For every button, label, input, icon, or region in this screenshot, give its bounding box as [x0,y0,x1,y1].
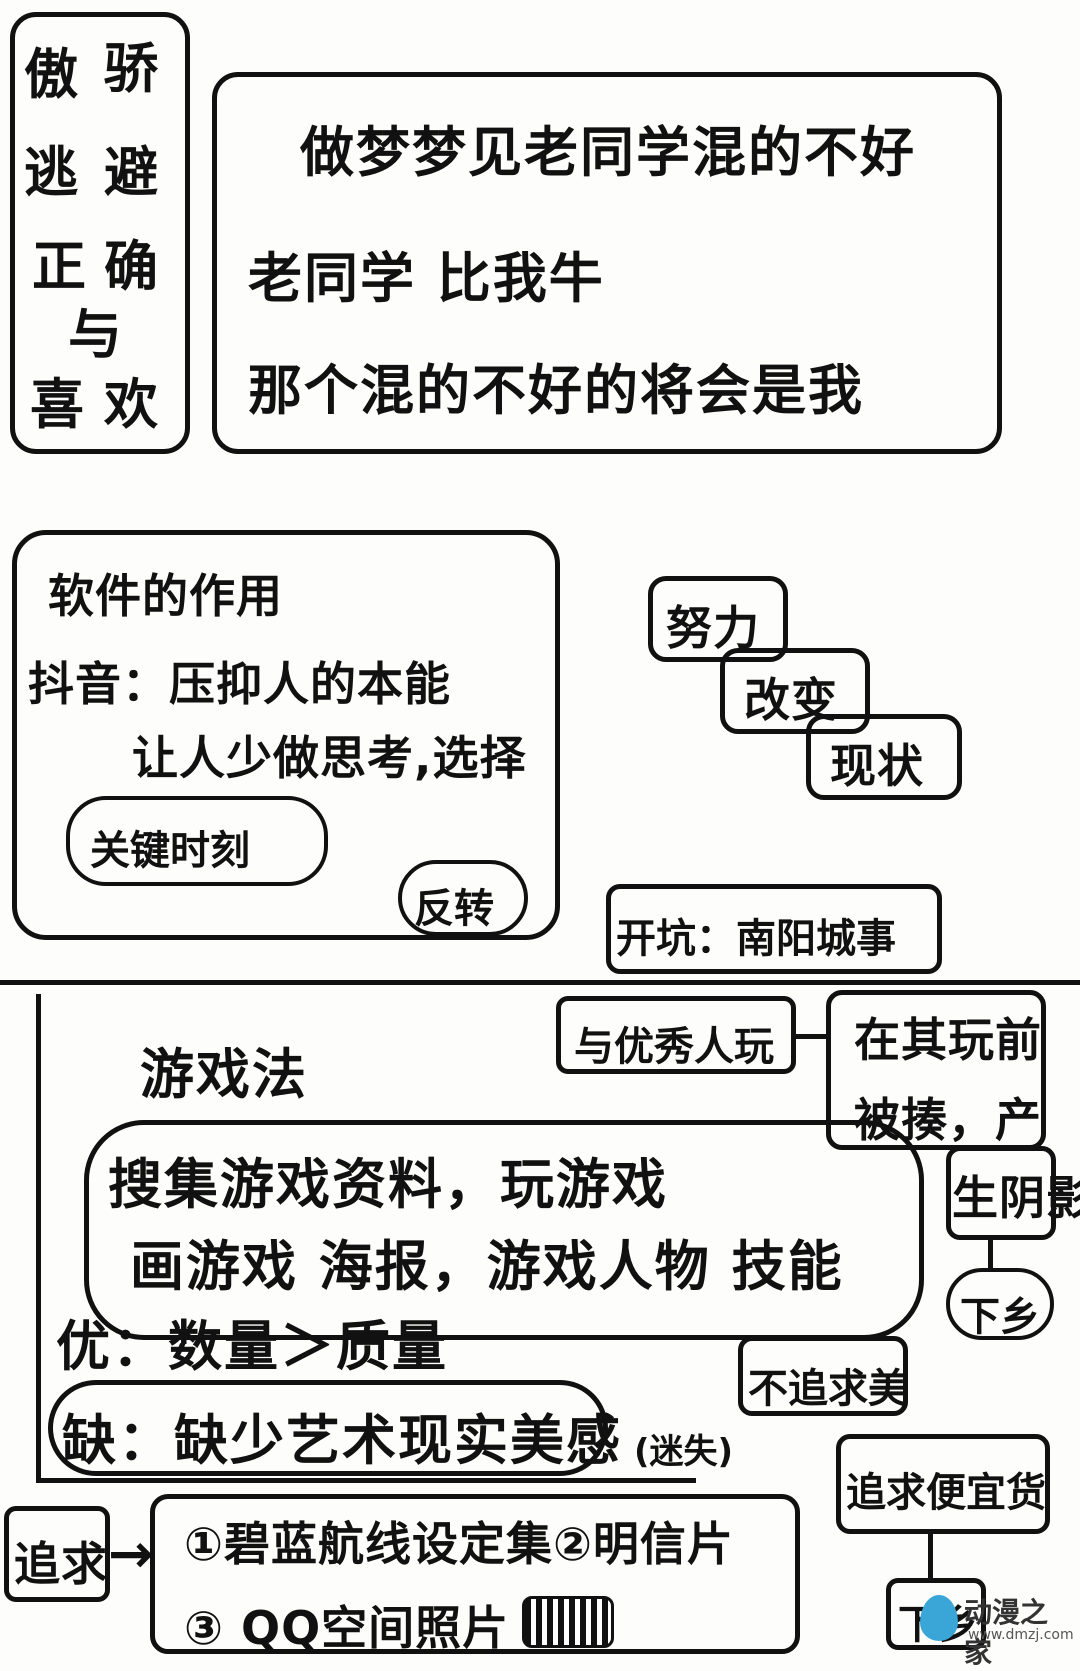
game-method-bubble [84,1120,924,1340]
not-beauty-box [738,1336,908,1416]
software-box [12,530,560,940]
left-char: 欢 [104,373,160,436]
left-char: 确 [104,235,160,298]
pursuit-label-box [4,1506,110,1602]
lost-label: (迷失) [634,1432,734,1472]
left-char: 逃 [24,141,80,204]
game-left-border [36,994,41,1480]
software-title: 软件的作用 [48,569,283,623]
pursuit-arrow: → [108,1522,156,1585]
game-method-line-2: 画游戏 海报，游戏人物 技能 [130,1235,844,1298]
effort-step-box [806,714,962,800]
dream-box [212,72,1002,454]
play-with-label: 与优秀人玩 [574,1024,774,1070]
game-con: 缺：缺少艺术现实美感 [62,1409,622,1472]
software-line-1: 抖音：压抑人的本能 [28,657,451,711]
left-char: 与 [68,303,124,366]
left-char: 避 [104,141,160,204]
game-pro: 优：数量＞质量 [56,1315,448,1378]
result-box-extension [946,1146,1056,1240]
key-moment-bubble [66,796,328,886]
pursuit-label: 追求 [14,1537,108,1591]
left-char: 傲 [24,43,80,106]
left-char: 喜 [30,373,86,436]
watermark-logo-icon [920,1595,958,1641]
play-with-box [556,996,796,1074]
reversal-label: 反转 [414,886,494,932]
result-box [826,990,1046,1150]
effort-step: 现状 [830,739,924,793]
left-char: 骄 [104,37,160,100]
result-line: 被揍，产 [854,1093,1042,1147]
game-method-title: 游戏法 [140,1043,308,1106]
result-line: 在其玩前 [854,1013,1042,1067]
cheap-box [836,1434,1050,1534]
connector-line [796,1034,826,1039]
watermark-url: www.dmzj.com [968,1627,1074,1643]
effort-step: 努力 [666,601,760,655]
section-divider [0,980,1080,985]
left-char: 正 [32,235,88,298]
dream-line-2: 那个混的不好的将会是我 [248,359,864,422]
open-pit-label: 开坑：南阳城事 [616,916,896,962]
pursuit-line-1: ①碧蓝航线设定集②明信片 [184,1517,734,1571]
effort-step-box [720,648,870,734]
dream-line-1: 老同学 比我牛 [248,247,605,310]
key-moment-label: 关键时刻 [90,828,250,874]
effort-step-box [648,576,788,662]
software-line-2: 让人少做思考,选择 [132,731,527,785]
left-title-box [10,12,190,454]
down-badge-1 [946,1268,1054,1340]
game-method-line-1: 搜集游戏资料，玩游戏 [108,1153,668,1216]
open-pit-box [606,884,942,974]
not-beauty-label: 不追求美 [748,1366,908,1412]
game-bottom-border [36,1478,696,1483]
down-badge-2 [886,1578,986,1650]
game-con-bubble [48,1380,608,1476]
pursuit-box [150,1494,800,1654]
connector-line [928,1534,933,1580]
watermark: 动漫之家 www.dmzj.com [920,1589,1074,1669]
dream-title: 做梦梦见老同学混的不好 [300,121,916,184]
reversal-bubble [398,860,528,936]
result-line: 生阴影 [952,1171,1080,1225]
connector-line [988,1240,993,1268]
cheap-label: 追求便宜货 [846,1470,1046,1516]
down-label-1: 下乡 [960,1294,1040,1340]
keyboard-doodle [522,1596,614,1648]
pursuit-line-2: ③ QQ空间照片 [184,1601,510,1655]
